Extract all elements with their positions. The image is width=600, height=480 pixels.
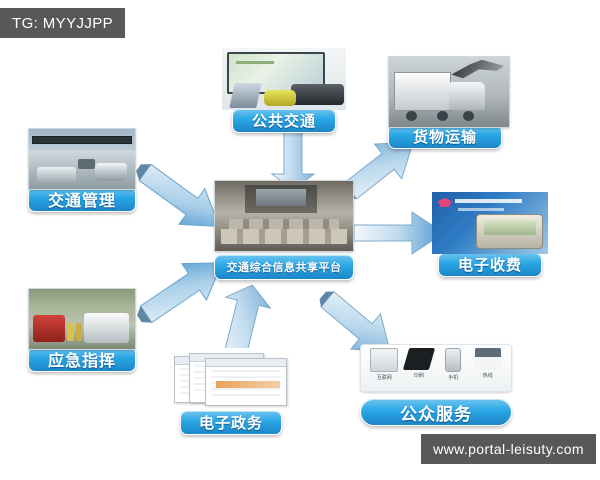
node-public-service[interactable]: 互联网 印刷 手机 热线 公众服务 [360,344,512,436]
e-government-thumbnail [172,348,290,408]
electronic-toll-thumbnail [432,192,548,254]
freight-transport-label: 货物运输 [388,124,502,149]
public-service-label: 公众服务 [360,398,512,426]
node-traffic-management[interactable]: 交通管理 [28,128,136,218]
mobile-icon [445,347,462,372]
hotline-icon [474,347,501,370]
watermark-top-left: TG: MYYJJPP [0,8,126,38]
public-transport-thumbnail [222,48,346,110]
node-public-transport[interactable]: 公共交通 [222,48,346,136]
public-transport-label: 公共交通 [232,108,336,133]
watermark-bottom-right: www.portal-leisuty.com [421,434,596,464]
traffic-management-thumbnail [28,128,136,190]
center-platform-thumbnail [214,180,354,252]
public-service-icon-internet: 互联网 [369,347,399,381]
node-freight-transport[interactable]: 货物运输 [388,56,510,164]
node-electronic-toll[interactable]: 电子收费 [432,192,548,288]
node-e-government[interactable]: 电子政务 [172,348,290,436]
public-service-icon-hotline: 热线 [473,347,503,379]
print-icon [402,347,435,370]
internet-icon [370,347,399,372]
node-center-platform[interactable]: 交通综合信息共享平台 [214,180,354,280]
emergency-command-label: 应急指挥 [28,346,136,372]
traffic-management-label: 交通管理 [28,186,136,212]
node-emergency-command[interactable]: 应急指挥 [28,288,136,378]
e-government-label: 电子政务 [180,410,282,435]
emergency-command-thumbnail [28,288,136,350]
freight-transport-thumbnail [388,56,510,128]
public-service-icon-mobile: 手机 [438,347,468,381]
electronic-toll-label: 电子收费 [438,252,542,277]
center-platform-label: 交通综合信息共享平台 [214,254,354,280]
public-service-thumbnail: 互联网 印刷 手机 热线 [360,344,512,392]
public-service-icon-print: 印刷 [402,347,435,379]
